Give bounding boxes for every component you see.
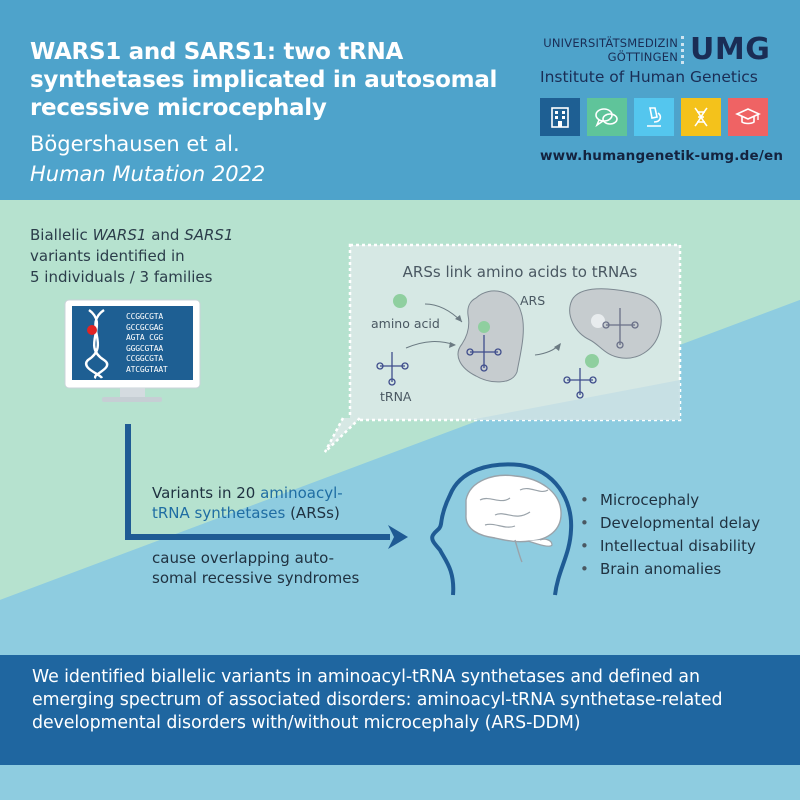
ars-product-shape (569, 288, 662, 359)
ars-enzyme-shape (457, 290, 524, 383)
trna-in-product (602, 308, 639, 349)
cause-line-2: somal recessive syndromes (152, 569, 360, 587)
icon-tiles (540, 98, 768, 136)
cause-line-1: cause overlapping auto- (152, 549, 335, 567)
biallelic-and: and (146, 226, 185, 244)
university-line-1: UNIVERSITÄTSMEDIZIN (543, 36, 678, 50)
trna-in-ars (466, 335, 502, 372)
variant-marker (87, 325, 97, 335)
summary-text: We identified biallelic variants in amin… (32, 667, 723, 733)
institute-name: Institute of Human Genetics (540, 68, 758, 86)
journal-reference: Human Mutation 2022 (30, 162, 266, 186)
biallelic-families: 5 individuals / 3 families (30, 268, 213, 286)
biallelic-rest: variants identified in (30, 247, 185, 265)
variants-highlight-2: tRNA synthetases (152, 504, 286, 522)
charged-trna (563, 368, 597, 399)
sequence-line: ATCGGTAAT (126, 364, 168, 374)
sequence-line: GGGCGTAA (126, 343, 163, 353)
head-with-brain (430, 462, 574, 596)
website-link[interactable]: www.humangenetik-umg.de/en (540, 148, 784, 164)
university-line-2: GÖTTINGEN (607, 50, 678, 64)
microscope-icon (634, 98, 674, 136)
gene-sars1: SARS1 (184, 226, 234, 244)
trna-label: tRNA (380, 389, 412, 404)
cerebellum (527, 538, 553, 547)
amino-acid-dot (393, 294, 407, 308)
ars-bound-amino-acid (478, 321, 490, 333)
symptom-item: Brain anomalies (580, 558, 760, 581)
bottom-band (0, 765, 800, 800)
ars-box-title: ARSs link amino acids to tRNAs (402, 263, 638, 281)
speech-bubbles-icon (587, 98, 627, 136)
variants-highlight-1: aminoacyl- (260, 484, 343, 502)
building-icon (540, 98, 580, 136)
variants-suffix: (ARSs) (285, 504, 340, 522)
sequence-line: GCCGCGAG (126, 322, 163, 332)
university-name: UNIVERSITÄTSMEDIZIN GÖTTINGEN (540, 36, 678, 64)
flow-arrowhead (388, 525, 408, 549)
sequence-line: AGTA CGG (126, 333, 163, 342)
symptom-item: Intellectual disability (580, 535, 760, 558)
logo-divider (681, 36, 685, 64)
umg-logo: UMG (690, 32, 771, 67)
dna-sequence: CCGGCGTA GCCGCGAG AGTA CGG GGGCGTAA CCGG… (126, 312, 192, 375)
symptom-item: Microcephaly (580, 489, 760, 512)
authors: Bögershausen et al. (30, 132, 240, 156)
variants-description: Variants in 20 aminoacyl- tRNA synthetas… (152, 483, 382, 523)
sequence-line: CCGGCGTA (126, 354, 163, 363)
flow-arrow (125, 424, 390, 540)
gene-wars1: WARS1 (92, 226, 147, 244)
computer-monitor (64, 299, 201, 402)
cause-description: cause overlapping auto- somal recessive … (152, 548, 392, 588)
ars-label: ARS (520, 293, 546, 308)
sequence-line: CCGGCGTA (126, 312, 163, 321)
dna-icon (681, 98, 721, 136)
poster-title: WARS1 and SARS1: two tRNA synthetases im… (30, 39, 498, 121)
symptom-item: Developmental delay (580, 512, 760, 535)
charged-amino-acid (585, 354, 599, 368)
graduation-cap-icon (728, 98, 768, 136)
brainstem (514, 539, 523, 563)
biallelic-description: Biallelic WARS1 and SARS1 variants ident… (30, 225, 310, 288)
ars-product-site (591, 314, 605, 328)
biallelic-prefix: Biallelic (30, 226, 93, 244)
summary-banner (0, 655, 800, 765)
free-trna (376, 352, 409, 386)
variants-prefix: Variants in 20 (152, 484, 261, 502)
symptom-list: Microcephaly Developmental delay Intelle… (580, 489, 760, 581)
amino-acid-label: amino acid (371, 316, 440, 331)
